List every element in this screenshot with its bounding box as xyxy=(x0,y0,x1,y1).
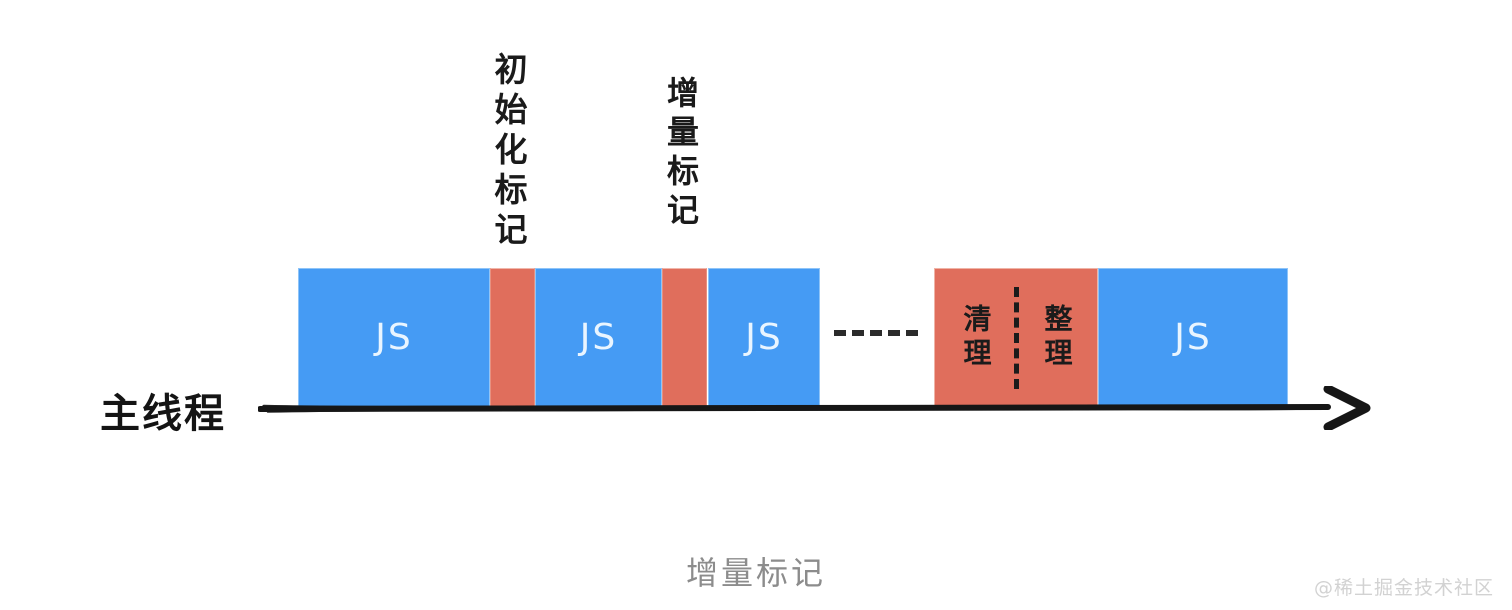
annotation-initial-marking: 初始化标记 xyxy=(489,52,528,252)
sweep-label-compact: 整理 xyxy=(1040,304,1074,372)
figure-caption: 增量标记 xyxy=(685,554,826,592)
arrow-head xyxy=(1323,386,1371,430)
timeline-block-js-3: JS xyxy=(708,268,820,408)
main-thread-label: 主线程 xyxy=(100,391,226,437)
watermark: @稀土掘金技术社区 xyxy=(1313,577,1494,599)
sweep-inner: 清理 整理 xyxy=(935,269,1097,407)
timeline-block-sweep-compact: 清理 整理 xyxy=(934,268,1098,408)
js-block-label: JS xyxy=(579,317,618,358)
timeline-axis-arrow xyxy=(258,386,1388,430)
timeline-block-js-4: JS xyxy=(1098,268,1288,408)
js-block-label: JS xyxy=(375,317,413,358)
sweep-divider-dashed-line xyxy=(1014,287,1019,389)
timeline-ellipsis xyxy=(834,330,918,336)
timeline-block-js-1: JS xyxy=(298,268,490,408)
js-block-label: JS xyxy=(1174,317,1212,358)
sweep-label-clean: 清理 xyxy=(959,304,993,372)
timeline-block-js-2: JS xyxy=(535,268,662,408)
annotation-incremental-marking: 增量标记 xyxy=(662,76,700,232)
js-block-label: JS xyxy=(745,317,783,358)
axis-line xyxy=(258,404,1331,413)
